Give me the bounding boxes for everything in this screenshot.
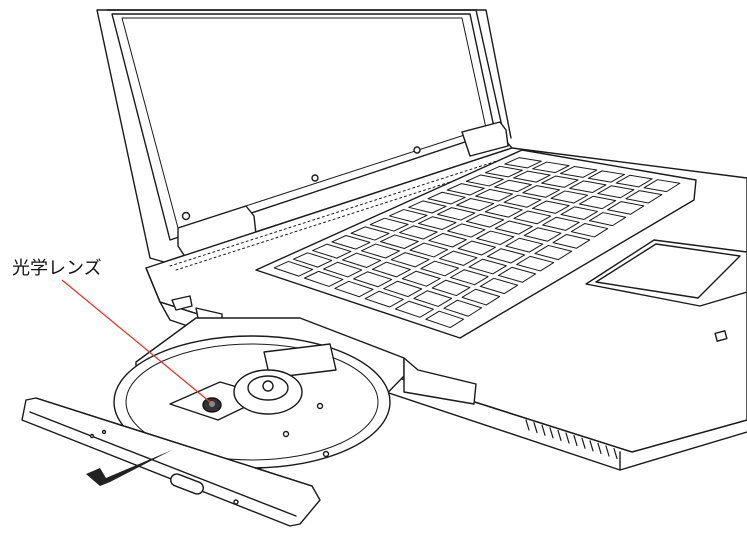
vent-slot bbox=[614, 449, 617, 459]
sensor-dot bbox=[414, 147, 420, 153]
vent-slot bbox=[542, 425, 545, 435]
webcam-dot bbox=[312, 175, 318, 181]
hinge-screw bbox=[183, 213, 190, 220]
vent-slot bbox=[566, 433, 569, 443]
vent-slot bbox=[582, 438, 585, 448]
vent-slot bbox=[526, 420, 529, 430]
vent-slot bbox=[558, 430, 561, 440]
vent-slot bbox=[534, 423, 537, 433]
vent-slot bbox=[550, 428, 553, 438]
vent-slot bbox=[598, 443, 601, 453]
emergency-eject-hole bbox=[234, 500, 238, 504]
vent-slot bbox=[574, 436, 577, 446]
vent-slot bbox=[590, 441, 593, 451]
vent-slot bbox=[606, 446, 609, 456]
optical-lens-label: 光学レンズ bbox=[12, 254, 102, 280]
indicator-light bbox=[715, 331, 727, 341]
